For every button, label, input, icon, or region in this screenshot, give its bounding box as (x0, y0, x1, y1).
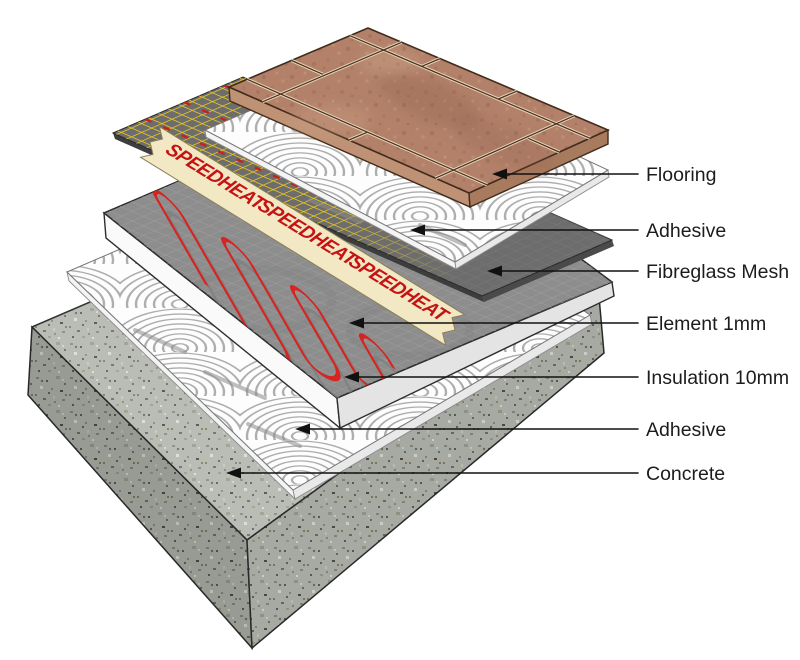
label-adhesive-lower: Adhesive (295, 419, 726, 441)
layer-label-element: Element 1mm (646, 313, 766, 335)
arrow-left-icon (492, 168, 507, 180)
label-adhesive-upper: Adhesive (410, 220, 726, 242)
layer-label-insulation: Insulation 10mm (646, 367, 789, 389)
label-insulation: Insulation 10mm (344, 367, 789, 389)
layer-label-adhesive-lower: Adhesive (646, 419, 726, 441)
layer-label-fibreglass-mesh: Fibreglass Mesh (646, 261, 789, 283)
label-concrete: Concrete (226, 463, 725, 485)
layer-label-adhesive-upper: Adhesive (646, 220, 726, 242)
layer-label-flooring: Flooring (646, 164, 716, 186)
arrow-left-icon (344, 371, 359, 383)
arrow-left-icon (226, 467, 241, 479)
label-fibreglass-mesh: Fibreglass Mesh (487, 261, 789, 283)
layer-element (152, 188, 396, 393)
label-column: Flooring Adhesive Fibreglass Mesh Elemen… (226, 164, 789, 485)
arrow-left-icon (295, 423, 310, 435)
arrow-left-icon (410, 224, 425, 236)
layer-label-concrete: Concrete (646, 463, 725, 485)
tile-grout-lines (246, 34, 591, 187)
arrow-left-icon (349, 317, 364, 329)
tape-ribbon (139, 125, 466, 347)
layer-flooring (226, 27, 610, 209)
label-flooring: Flooring (492, 164, 716, 186)
label-element: Element 1mm (349, 313, 766, 335)
arrow-left-icon (487, 265, 502, 277)
